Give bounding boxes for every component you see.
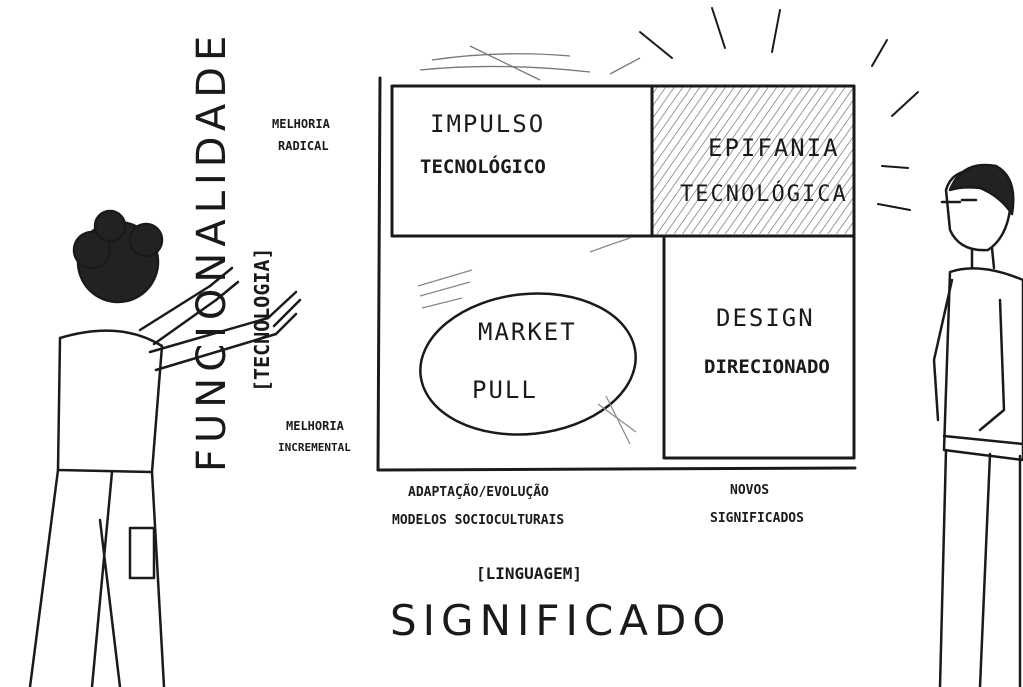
x-axis-subtitle: [LINGUAGEM] — [476, 564, 582, 583]
x-axis-right-label-line1: NOVOS — [730, 483, 770, 498]
quadrant-bottom-left-subtitle: PULL — [472, 376, 538, 404]
y-axis-bottom-label-line2: INCREMENTAL — [278, 441, 351, 454]
quadrant-top-left-title: IMPULSO — [430, 110, 546, 138]
y-axis-subtitle: [TECNOLOGIA] — [250, 247, 274, 393]
quadrant-top-right-title: EPIFANIA — [708, 134, 840, 162]
y-axis-top-label-line2: RADICAL — [278, 139, 329, 153]
quadrant-top-left-subtitle: TECNOLÓGICO — [420, 156, 546, 178]
axes — [376, 76, 857, 472]
quadrant-top-right-shading — [652, 86, 854, 234]
y-axis-bottom-label-line1: MELHORIA — [286, 419, 344, 433]
y-axis-title: FUNCIONALIDADE — [189, 29, 235, 472]
quadrant-bottom-left-title: MARKET — [478, 318, 577, 346]
x-axis-title: SIGNIFICADO — [390, 596, 732, 645]
right-person-figure — [932, 163, 1023, 687]
left-person-figure — [28, 209, 302, 687]
emphasis-rays — [639, 7, 919, 211]
x-axis-right-label-line2: SIGNIFICADOS — [710, 511, 804, 526]
quadrant-boxes — [390, 84, 856, 460]
market-pull-ellipse — [419, 292, 637, 436]
texture-marks — [417, 237, 637, 445]
x-axis-left-label-line2: MODELOS SOCIOCULTURAIS — [392, 513, 565, 528]
x-axis-left-label-line1: ADAPTAÇÃO/EVOLUÇÃO — [408, 485, 549, 500]
quadrant-bottom-right-title: DESIGN — [716, 304, 815, 332]
y-axis-top-label-line1: MELHORIA — [272, 117, 330, 131]
motion-lines-top — [419, 45, 641, 81]
quadrant-top-right-subtitle: TECNOLÓGICA — [680, 182, 848, 207]
quadrant-bottom-right-subtitle: DIRECIONADO — [704, 356, 830, 378]
